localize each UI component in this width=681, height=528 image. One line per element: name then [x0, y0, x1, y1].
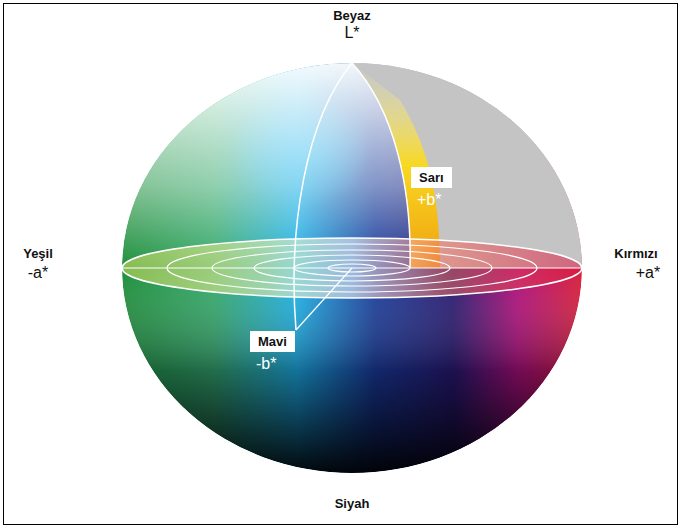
axis-name: Beyaz	[333, 8, 371, 23]
axis-symbol: -b*	[250, 355, 297, 373]
axis-symbol: +b*	[411, 191, 454, 209]
yellow-plane	[352, 63, 440, 268]
frame	[4, 4, 678, 525]
axis-symbol: +a*	[636, 264, 660, 282]
axis-symbol: L*	[344, 24, 359, 42]
color-name: Mavi	[250, 331, 295, 352]
meridian-line	[294, 63, 352, 330]
axis-name: Yeşil	[23, 246, 53, 261]
color-name: Sarı	[411, 167, 452, 188]
axis-label-box: Sarı +b*	[411, 167, 454, 211]
axis-label-box: Mavi -b*	[250, 331, 297, 375]
axis-name: Kırmızı	[614, 246, 657, 261]
meridian-line	[352, 63, 410, 268]
cut-octant	[352, 40, 590, 268]
axis-line	[296, 268, 352, 330]
axis-name: Siyah	[335, 496, 370, 511]
axis-symbol: -a*	[28, 264, 48, 282]
